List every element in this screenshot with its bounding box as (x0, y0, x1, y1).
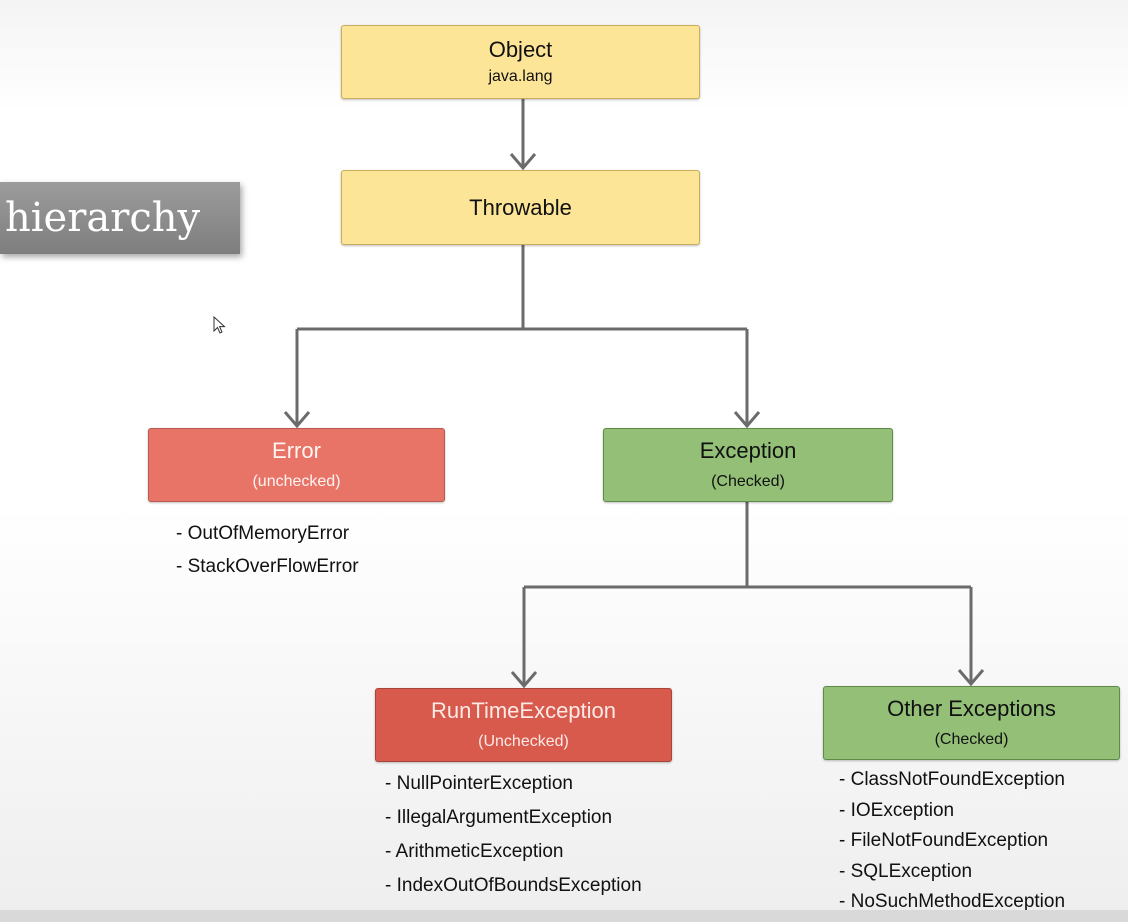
list-item: - FileNotFoundException (839, 830, 1049, 851)
list-item: - SQLException (839, 860, 973, 882)
node-runtime-sub: (Unchecked) (478, 733, 569, 750)
node-other-title: Other Exceptions (887, 696, 1056, 721)
error-subclass-list: - OutOfMemoryError - StackOverFlowError (176, 517, 359, 583)
node-other-exceptions: Other Exceptions (Checked) (823, 686, 1120, 760)
runtime-subclass-list: - NullPointerException - IllegalArgument… (385, 767, 642, 903)
node-error-sub: (unchecked) (252, 473, 341, 490)
node-object-sub: java.lang (488, 68, 553, 85)
list-item: - NullPointerException (385, 773, 573, 794)
list-item: - ClassNotFoundException (839, 769, 1065, 790)
list-item: - IOException (839, 799, 955, 821)
arrowhead-other (957, 669, 985, 687)
other-subclass-list: - ClassNotFoundException - IOException -… (839, 765, 1065, 918)
node-exception-title: Exception (699, 438, 797, 463)
list-item: - IndexOutOfBoundsException (385, 875, 642, 896)
bottom-edge-bar (0, 910, 1128, 922)
arrowhead-throwable (509, 153, 537, 171)
node-throwable: Throwable (341, 170, 700, 245)
node-object: Object java.lang (341, 25, 700, 99)
arrowhead-exception (733, 411, 761, 429)
node-throwable-title: Throwable (469, 194, 572, 220)
list-item: - ArithmeticException (385, 841, 564, 862)
connector-exception-split (524, 502, 971, 589)
node-error-title: Error (272, 438, 321, 463)
node-exception-sub: (Checked) (711, 473, 785, 490)
connector-throwable-split (297, 245, 747, 331)
arrowhead-runtime (510, 671, 538, 689)
topic-banner-text: hierarchy (5, 195, 201, 241)
mouse-pointer-icon (213, 316, 226, 334)
list-item: - NoSuchMethodException (839, 891, 1066, 912)
node-runtime-exception: RunTimeException (Unchecked) (375, 688, 672, 762)
node-runtime-title: RunTimeException (430, 698, 617, 723)
arrowhead-error (283, 411, 311, 429)
node-error: Error (unchecked) (148, 428, 445, 502)
list-item: - StackOverFlowError (176, 556, 359, 577)
topic-banner: hierarchy (0, 182, 240, 254)
list-item: - OutOfMemoryError (176, 523, 350, 544)
node-other-sub: (Checked) (934, 731, 1009, 748)
node-exception: Exception (Checked) (603, 428, 893, 502)
node-object-title: Object (488, 37, 553, 62)
list-item: - IllegalArgumentException (385, 807, 613, 828)
